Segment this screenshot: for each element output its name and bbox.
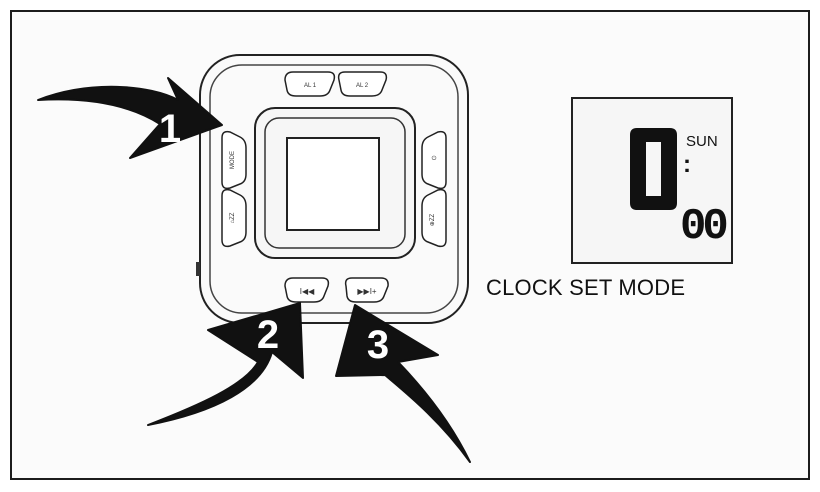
device: AL 1 AL 2 MODE ⌂ZZ ⏻ ⊕ZZ I◀◀ xyxy=(196,54,469,324)
bottom-button-prev-label: I◀◀ xyxy=(300,287,315,296)
bottom-button-next[interactable]: ▶▶I+ xyxy=(344,277,389,303)
lcd-display: SUN : 00 xyxy=(571,97,733,264)
right-button-snooze[interactable]: ⊕ZZ xyxy=(421,188,447,248)
right-button-power-label: ⏻ xyxy=(432,155,437,162)
lcd-minutes: 00 xyxy=(680,202,726,252)
device-inner-rim xyxy=(209,64,459,314)
top-button-al1-label: AL 1 xyxy=(304,83,317,89)
device-screen-frame xyxy=(264,117,406,249)
right-button-power[interactable]: ⏻ xyxy=(421,130,447,190)
lcd-big-digit xyxy=(630,128,677,210)
left-button-mode[interactable]: MODE xyxy=(221,130,247,190)
mode-caption: CLOCK SET MODE xyxy=(486,275,686,300)
left-button-snooze-label: ⌂ZZ xyxy=(230,212,236,223)
left-button-mode-label: MODE xyxy=(230,151,236,169)
bottom-button-prev[interactable]: I◀◀ xyxy=(284,277,330,303)
left-button-snooze[interactable]: ⌂ZZ xyxy=(221,188,247,248)
step-number-1: 1 xyxy=(159,107,181,151)
step-number-3: 3 xyxy=(367,323,389,367)
lcd-panel xyxy=(571,97,733,264)
device-side-notch xyxy=(196,262,200,276)
top-button-al2[interactable]: AL 2 xyxy=(337,71,388,97)
lcd-day: SUN xyxy=(686,133,718,150)
right-button-snooze-label: ⊕ZZ xyxy=(430,213,436,226)
device-screen xyxy=(286,137,380,231)
arrow-2: 2 xyxy=(147,302,304,426)
top-button-al1[interactable]: AL 1 xyxy=(284,71,336,97)
top-button-al2-label: AL 2 xyxy=(356,83,369,89)
lcd-colon: : xyxy=(683,151,691,178)
arrow-1: 1 xyxy=(37,77,223,159)
step-number-2: 2 xyxy=(257,313,279,357)
arrow-3: 3 xyxy=(335,304,471,463)
bottom-button-next-label: ▶▶I+ xyxy=(357,287,377,296)
